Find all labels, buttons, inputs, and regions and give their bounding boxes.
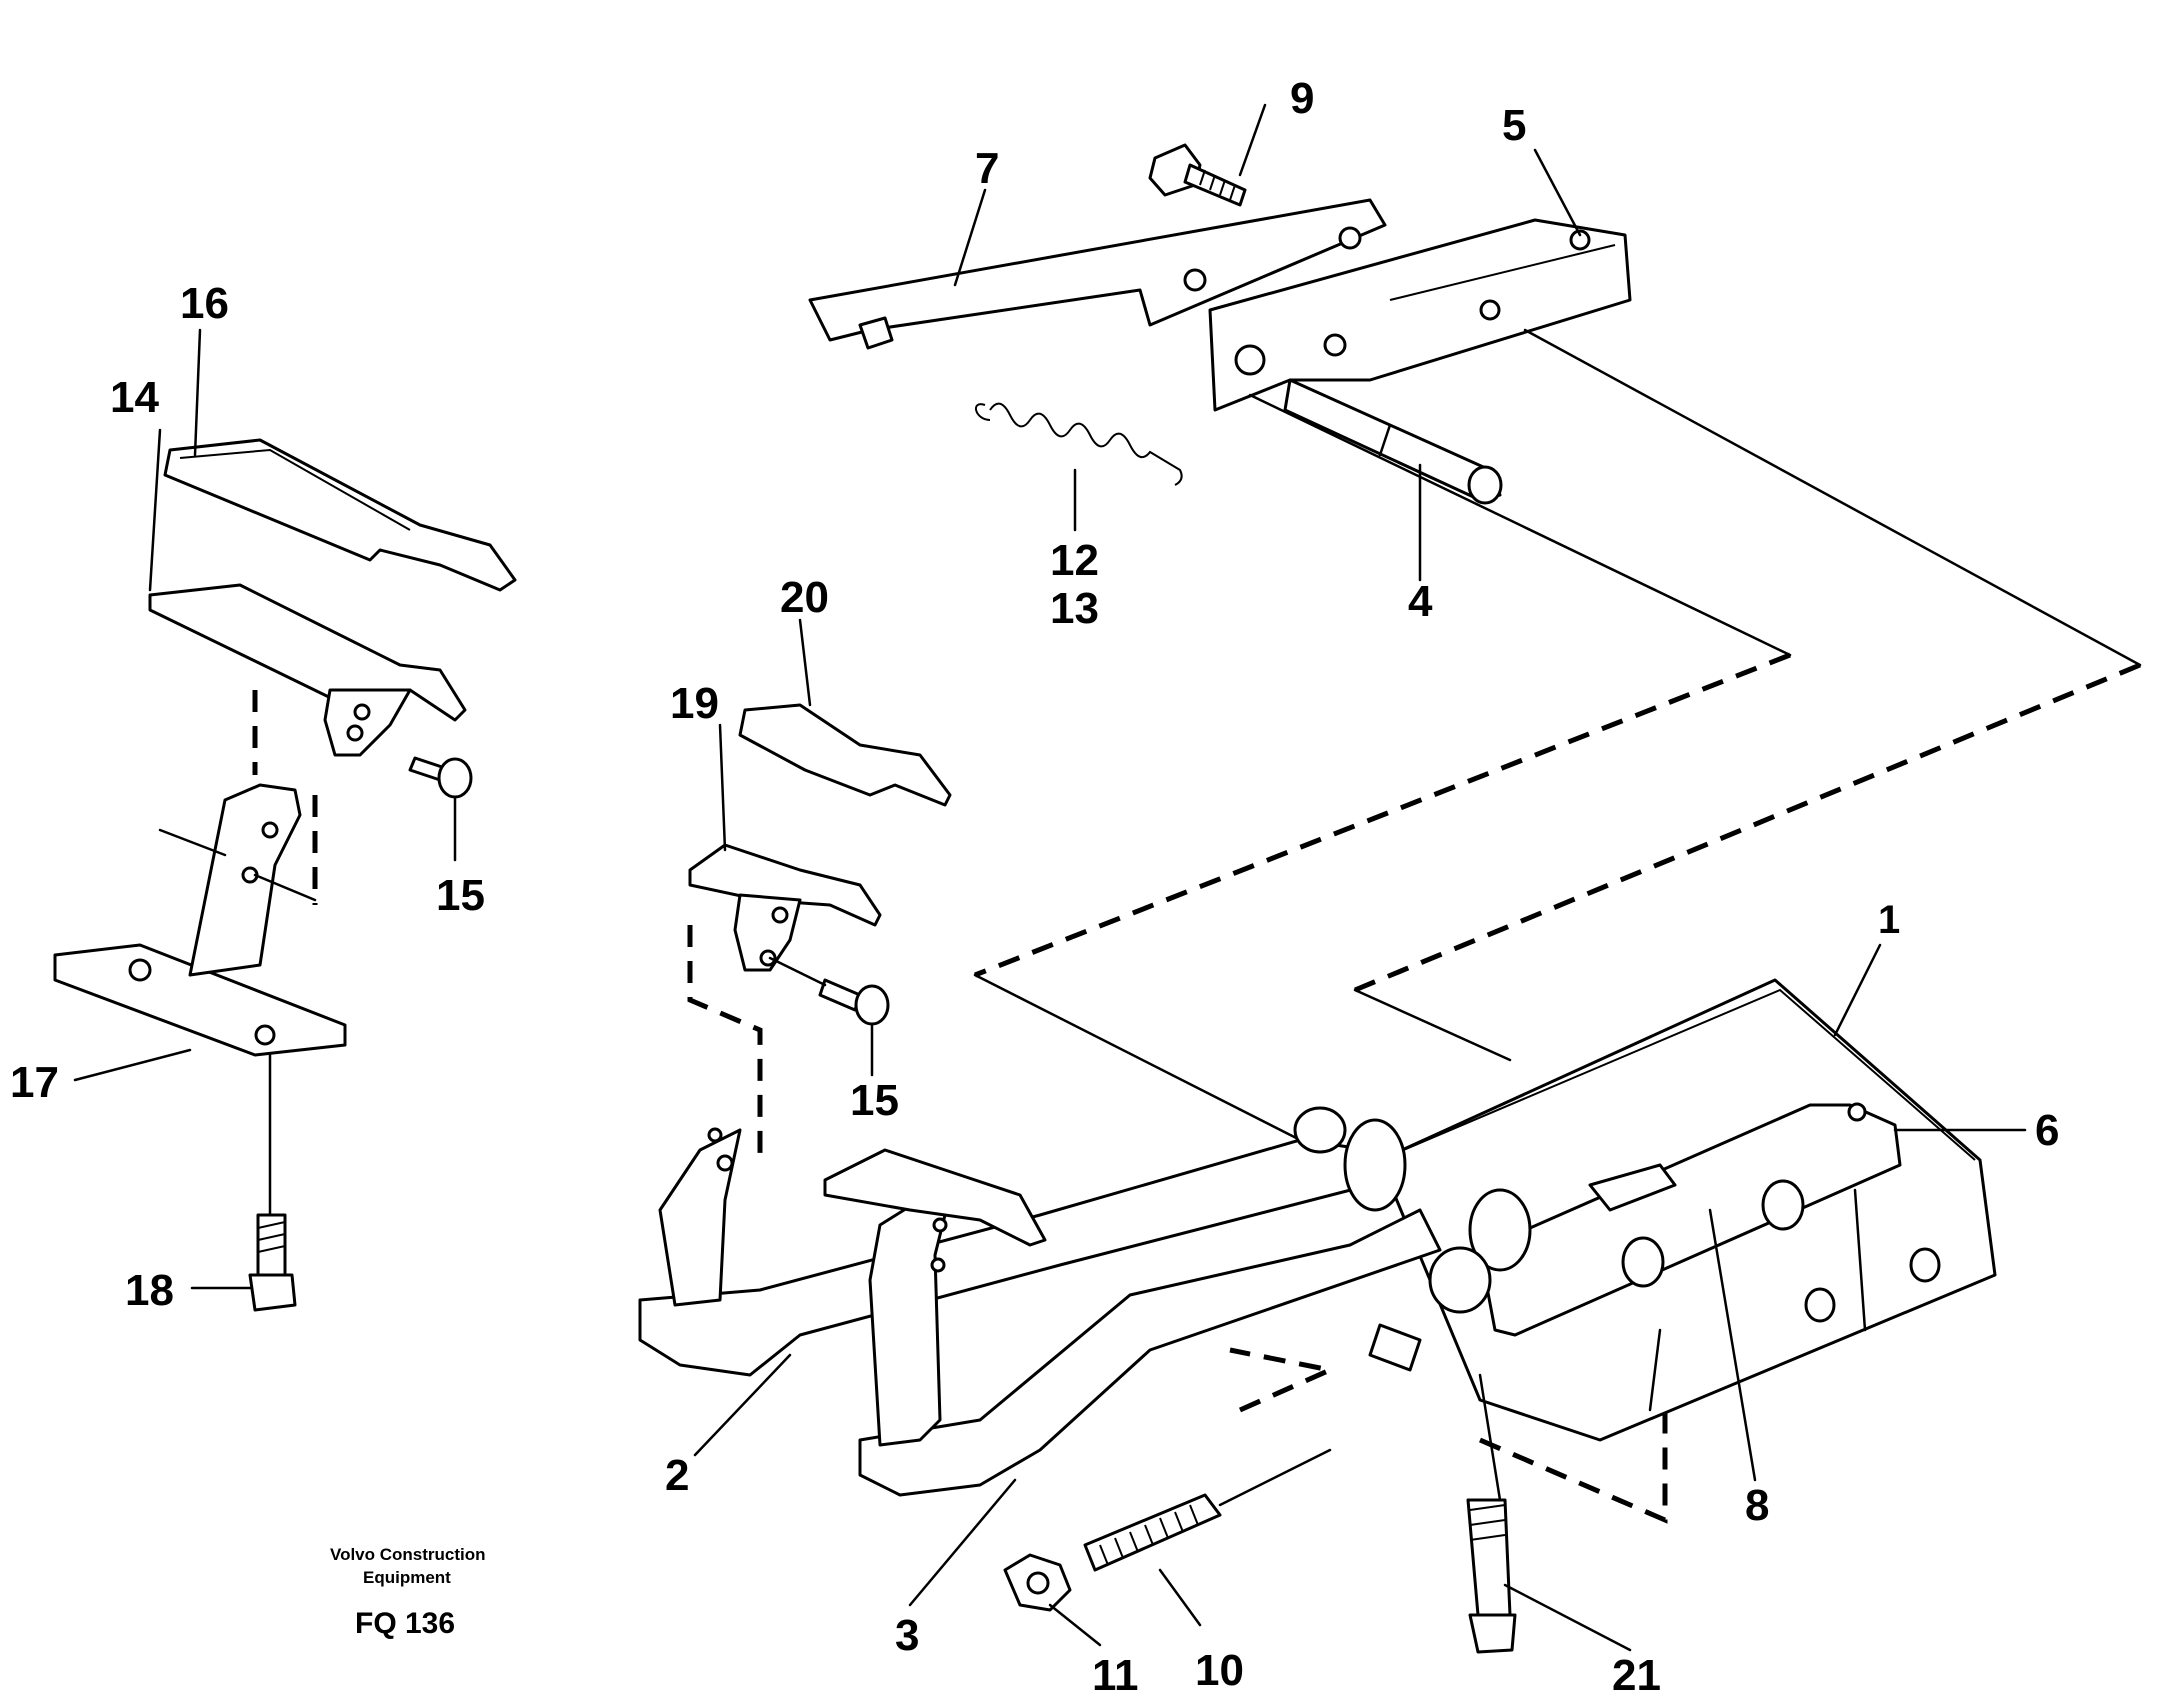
- callout-3: 3: [895, 1611, 919, 1660]
- callout-16: 16: [180, 279, 229, 328]
- callout-5: 5: [1502, 101, 1526, 150]
- hidden-connection-lines: [687, 328, 2142, 1524]
- part-2-pedal-arm: [638, 1127, 1372, 1377]
- part-16-pedal-pad: [163, 438, 517, 592]
- part-18-bolt: [248, 1053, 297, 1312]
- figure-code: FQ 136: [355, 1607, 455, 1640]
- callout-4: 4: [1408, 577, 1433, 626]
- callout-7: 7: [975, 144, 999, 193]
- credit-line-2: Equipment: [363, 1568, 451, 1587]
- part-7-lever-arm: [808, 198, 1387, 350]
- callout-13: 13: [1050, 584, 1099, 633]
- pivot-cylinders: [1293, 1106, 1532, 1372]
- part-15-screw-left: [408, 756, 473, 862]
- part-14-pedal-top: [148, 583, 467, 757]
- callout-15-middle: 15: [850, 1076, 899, 1125]
- callout-10: 10: [1195, 1646, 1244, 1693]
- part-20-pedal-cap: [738, 703, 952, 807]
- part-6-linkage-bar: [1478, 1102, 1902, 1337]
- part-11-nut: [1003, 1553, 1072, 1612]
- part-21-bolt: [1466, 1373, 1517, 1654]
- callout-19: 19: [670, 679, 719, 728]
- credit-line-1: Volvo Construction: [330, 1545, 486, 1564]
- callout-8: 8: [1745, 1481, 1769, 1530]
- callout-20: 20: [780, 573, 829, 622]
- part-12-13-spring: [975, 402, 1183, 486]
- callout-6: 6: [2035, 1106, 2059, 1155]
- callout-labels: 1 2 3 4 5 6 7 8 9 10 11 12 13 14 15 15 1…: [10, 74, 2059, 1693]
- callout-14: 14: [110, 373, 159, 422]
- part-17-pedal-base: [53, 690, 347, 1057]
- part-9-bolt: [1148, 143, 1247, 207]
- callout-9: 9: [1290, 74, 1314, 123]
- leader-lines: [73, 103, 2027, 1652]
- callout-12: 12: [1050, 536, 1099, 585]
- part-15-screw-middle: [768, 956, 890, 1077]
- callout-1: 1: [1878, 898, 1900, 942]
- callout-17: 17: [10, 1058, 59, 1107]
- part-3-pedal-arm: [823, 1148, 1442, 1497]
- part-5-bracket: [1208, 218, 1632, 412]
- callout-2: 2: [665, 1451, 689, 1500]
- callout-21: 21: [1612, 1651, 1661, 1693]
- part-19-pedal-top: [688, 843, 882, 972]
- callout-18: 18: [125, 1266, 174, 1315]
- figure-credit: Volvo Construction Equipment FQ 136: [330, 1545, 486, 1640]
- part-4-shaft: [1283, 378, 1503, 505]
- part-10-spring: [1083, 1448, 1332, 1572]
- callout-15-left: 15: [436, 871, 485, 920]
- callout-11: 11: [1092, 1651, 1139, 1693]
